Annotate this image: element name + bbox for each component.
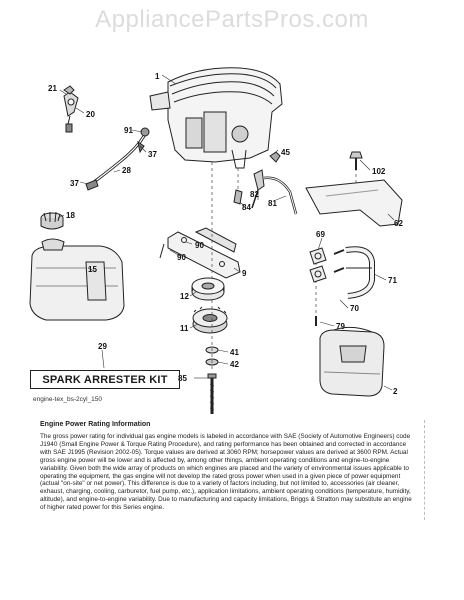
callout-70: 70 bbox=[350, 304, 359, 313]
callout-18: 18 bbox=[66, 211, 75, 220]
callout-21: 21 bbox=[48, 84, 57, 93]
callout-41: 41 bbox=[230, 348, 239, 357]
callout-37-lower: 37 bbox=[70, 179, 79, 188]
callout-20: 20 bbox=[86, 110, 95, 119]
margin-dash-line bbox=[424, 420, 425, 520]
washer-bolt-part bbox=[205, 346, 219, 414]
callout-62: 62 bbox=[394, 219, 403, 228]
callout-90-right: 90 bbox=[195, 241, 204, 250]
exploded-parts-diagram: 1 21 20 91 37 28 37 45 82 84 81 102 62 1… bbox=[29, 67, 403, 414]
callout-79: 79 bbox=[336, 322, 345, 331]
spark-arrester-kit-text: SPARK ARRESTER KIT bbox=[42, 373, 168, 386]
heat-shield-part bbox=[305, 151, 403, 227]
spark-arrester-kit-label: SPARK ARRESTER KIT bbox=[30, 370, 180, 389]
diagram-id: engine-tex_bs-2cyl_150 bbox=[33, 396, 103, 403]
callout-11: 11 bbox=[180, 324, 189, 333]
engine-bracket-part bbox=[159, 227, 241, 279]
callout-82: 82 bbox=[250, 190, 259, 199]
fuel-cap-part bbox=[40, 211, 64, 230]
callout-1: 1 bbox=[155, 72, 160, 81]
callout-12: 12 bbox=[180, 292, 189, 301]
pulley-part bbox=[191, 277, 225, 301]
callout-84: 84 bbox=[242, 203, 251, 212]
callout-9: 9 bbox=[242, 269, 247, 278]
clutch-gear-part bbox=[192, 306, 228, 334]
muffler-part bbox=[319, 326, 385, 397]
callout-71: 71 bbox=[388, 276, 397, 285]
spark-plug-part bbox=[233, 151, 298, 215]
callout-15: 15 bbox=[88, 265, 97, 274]
callout-37-upper: 37 bbox=[148, 150, 157, 159]
callout-90-left: 90 bbox=[177, 253, 186, 262]
callout-69: 69 bbox=[316, 230, 325, 239]
callout-29: 29 bbox=[98, 342, 107, 351]
fuel-line-part bbox=[85, 127, 150, 191]
watermark-text: AppliancePartsPros.com bbox=[95, 6, 369, 33]
throttle-control-part bbox=[63, 85, 79, 133]
fuel-tank-part bbox=[29, 238, 125, 321]
callout-102: 102 bbox=[372, 167, 386, 176]
callout-2: 2 bbox=[393, 387, 398, 396]
callout-45: 45 bbox=[281, 148, 290, 157]
rating-paragraph: The gross power rating for individual ga… bbox=[40, 433, 412, 512]
exhaust-pipe-part bbox=[309, 246, 375, 326]
callout-91: 91 bbox=[124, 126, 133, 135]
engine-assembly bbox=[149, 67, 283, 169]
callout-81: 81 bbox=[268, 199, 277, 208]
callout-85: 85 bbox=[178, 374, 187, 383]
callout-28: 28 bbox=[122, 166, 131, 175]
leader-lines bbox=[57, 74, 395, 391]
rating-title: Engine Power Rating Information bbox=[40, 421, 151, 428]
callout-42: 42 bbox=[230, 360, 239, 369]
